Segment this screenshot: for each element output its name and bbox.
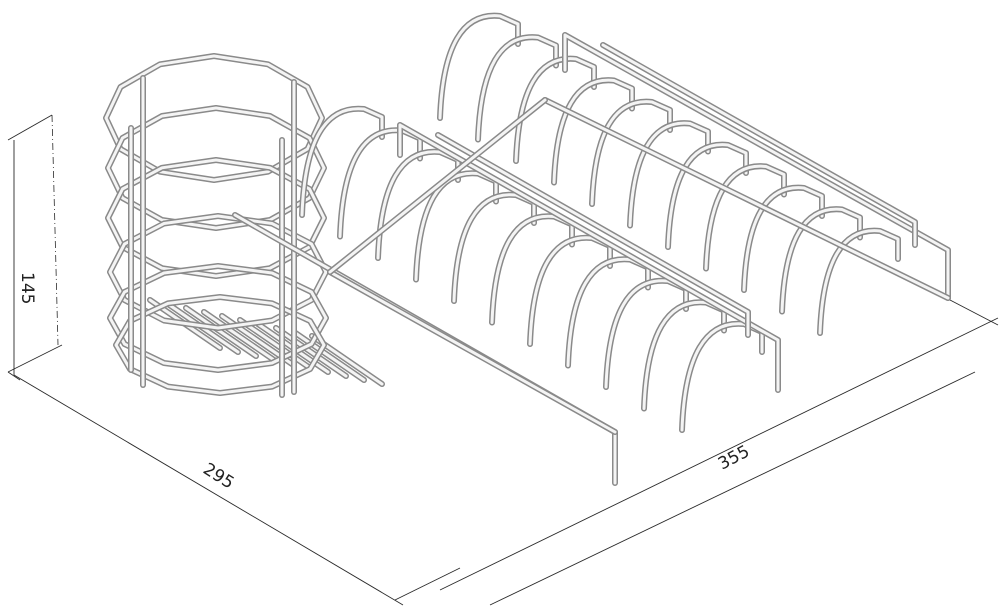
basket-grid-bar-highlight	[238, 318, 312, 370]
dimension-length: 355	[439, 299, 999, 606]
front-rack-arch-highlight	[414, 171, 498, 281]
front-plate-rack	[232, 97, 781, 486]
basket-rings	[103, 53, 329, 396]
front-rack-arch-highlight	[300, 107, 384, 217]
basket-grid-bar-highlight	[292, 330, 366, 382]
back-rack-arch-highlight	[514, 57, 596, 163]
dimension-height: 145	[7, 114, 63, 375]
back-rack-arch	[817, 227, 901, 336]
cutlery-basket	[103, 53, 385, 398]
basket-ring-highlight	[106, 158, 326, 278]
basket-ring-highlight	[108, 214, 328, 330]
back-rack-rails	[542, 32, 951, 301]
basket-ring-highlight	[114, 295, 326, 395]
back-rack-arch-highlight	[552, 78, 634, 184]
basket-uprights	[128, 75, 297, 398]
front-rack-arch-highlight	[642, 300, 726, 410]
basket-ring-highlight	[104, 54, 324, 182]
dimension-height-label: 145	[17, 272, 37, 304]
front-rack-arch	[679, 320, 765, 433]
dimension-depth: 295	[7, 371, 461, 606]
basket-ring-highlight	[108, 264, 328, 372]
back-rack-arch-highlight	[742, 186, 824, 292]
basket-grid-bar-highlight	[184, 306, 258, 358]
front-rack-arch-highlight	[604, 279, 688, 389]
front-rack-rails	[232, 97, 781, 486]
back-rack-arch-highlight	[476, 35, 558, 141]
dimension-length-label: 355	[715, 442, 753, 475]
back-rack-arch-highlight	[666, 143, 748, 249]
front-rack-arch-highlight	[528, 236, 612, 346]
basket-ring-highlight	[106, 106, 326, 230]
back-rack-arch-highlight	[818, 229, 900, 335]
back-plate-rack	[437, 12, 951, 336]
basket-grid-bar-highlight	[274, 326, 348, 378]
front-rack-arch-highlight	[680, 322, 764, 432]
back-rack-arch-highlight	[704, 164, 786, 270]
back-rack-arch-highlight	[438, 14, 520, 120]
back-rack-arch-highlight	[628, 121, 710, 227]
front-rack-arch-highlight	[452, 193, 536, 303]
front-rack-arch-highlight	[490, 214, 574, 324]
back-rack-arch-highlight	[590, 100, 672, 206]
front-rack-arch-highlight	[566, 257, 650, 367]
basket-base-grid	[147, 297, 385, 387]
basket-grid-bar-highlight	[202, 310, 276, 362]
